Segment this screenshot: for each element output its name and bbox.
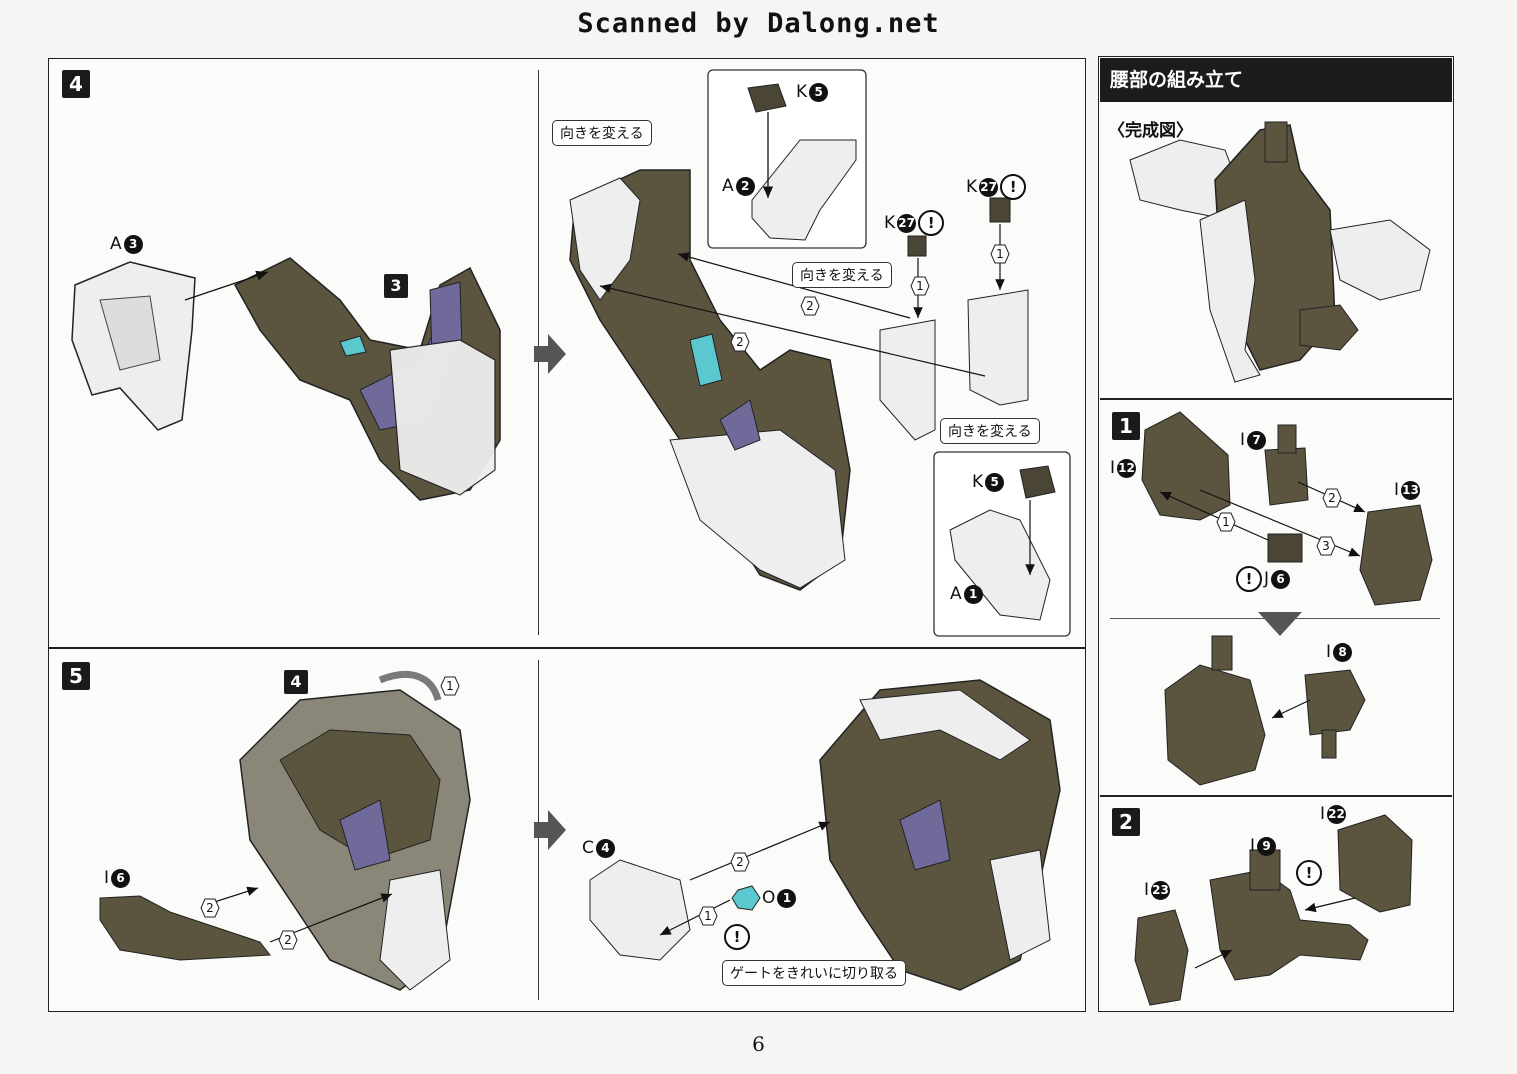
callout-turn-around-3: 向きを変える [940,418,1040,444]
next-arrow-step4 [534,334,566,374]
next-arrow-step5 [534,810,566,850]
sidebar-step-1-badge: 1 [1112,412,1140,440]
page-number: 6 [752,1032,765,1056]
warn-gate: ! [724,924,750,950]
order-marker: 2 [200,898,220,918]
part-a3-drawing [71,261,196,431]
order-marker: 2 [730,332,750,352]
completed-waist-drawing [1129,121,1431,383]
completed-figure-label: 〈完成図〉 [1108,121,1193,141]
order-marker: 2 [800,296,820,316]
sidebar-divider-2 [1100,795,1452,797]
order-marker: 1 [910,276,930,296]
down-arrow-step1 [1258,612,1302,636]
order-marker: 1 [1216,512,1236,532]
step4-assembly-drawing [569,169,851,591]
step5-result-drawing [589,679,1061,991]
sidebar-title: 腰部の組み立て [1100,58,1452,102]
order-marker: 2 [1322,488,1342,508]
order-marker: 1 [990,244,1010,264]
step-4-badge: 4 [62,70,90,98]
warn-i9: ! [1296,860,1322,886]
callout-turn-around-1: 向きを変える [552,120,652,146]
scan-title: Scanned by Dalong.net [577,8,940,39]
callout-trim-gate: ゲートをきれいに切り取る [722,960,906,986]
order-marker: 1 [698,906,718,926]
order-marker: 3 [1316,536,1336,556]
waist-frame-drawing [233,257,501,501]
step5-assembly-drawing [99,671,471,991]
order-marker: 1 [440,676,460,696]
step-5-badge: 5 [62,662,90,690]
order-marker: 2 [730,852,750,872]
step-3-ref-badge: 3 [384,274,408,298]
order-marker: 2 [278,930,298,950]
sidebar-divider-1 [1100,398,1452,400]
step-4-ref-badge: 4 [284,670,308,694]
sidebar-step-2-badge: 2 [1112,808,1140,836]
callout-turn-around-2: 向きを変える [792,262,892,288]
